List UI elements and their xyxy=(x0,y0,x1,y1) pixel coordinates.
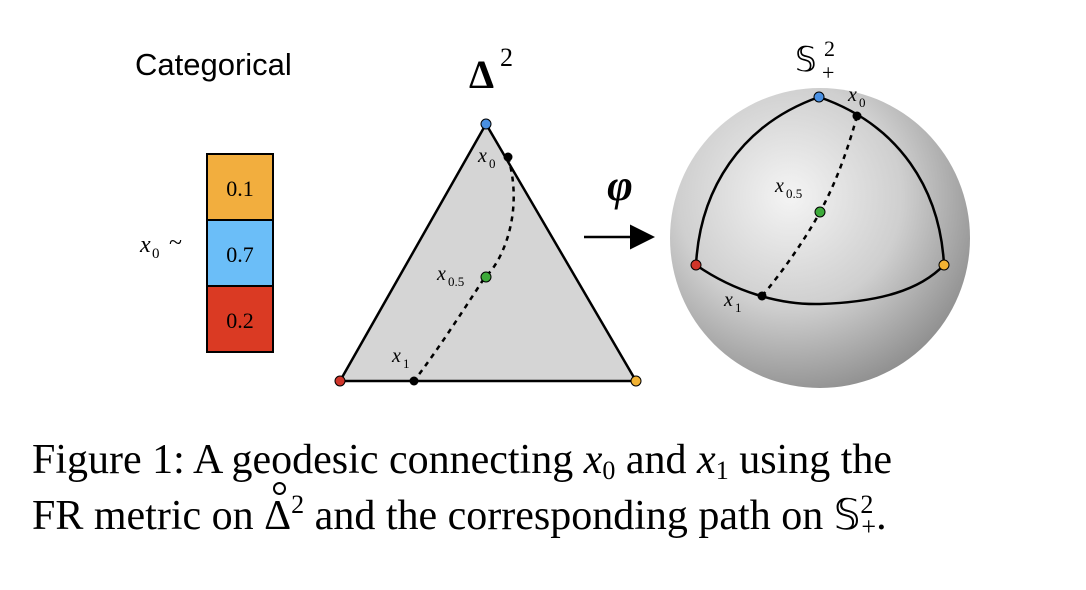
svg-text:x: x xyxy=(847,84,857,106)
simplex-triangle xyxy=(337,121,639,383)
sphere-vertex-top xyxy=(813,91,825,103)
sphere-edge-left xyxy=(694,95,820,266)
caption-line-2: FR metric on Δ2 and the corresponding pa… xyxy=(32,482,1072,544)
svg-text:0.5: 0.5 xyxy=(448,274,464,289)
simplex-point-x0 xyxy=(503,152,513,162)
sphere-label: 𝕊 2 + xyxy=(795,36,835,85)
categorical-bar: 0.1 0.7 0.2 xyxy=(206,153,274,353)
caption-prefix: Figure 1: xyxy=(32,437,185,483)
figure-caption: Figure 1: A geodesic connecting x0 and x… xyxy=(32,432,1072,544)
simplex-point-x1 xyxy=(409,376,419,386)
sphere-point-x0 xyxy=(852,111,862,121)
categorical-label: Categorical xyxy=(135,47,292,82)
caption-sphere: 𝕊 xyxy=(833,493,861,539)
simplex-vertex-right xyxy=(630,375,642,387)
simplex-vertex-top xyxy=(480,118,492,130)
simplex-geodesic xyxy=(413,156,515,382)
category-value-red: 0.2 xyxy=(226,308,254,333)
caption-delta: Δ xyxy=(264,482,291,544)
sphere-vertex-right xyxy=(938,259,950,271)
svg-text:0.5: 0.5 xyxy=(786,186,802,201)
svg-text:0: 0 xyxy=(152,246,160,262)
simplex-label-xmid: x 0.5 xyxy=(436,263,464,289)
svg-text:Δ: Δ xyxy=(469,52,494,97)
svg-text:2: 2 xyxy=(824,36,835,61)
svg-text:x: x xyxy=(139,232,151,258)
svg-text:~: ~ xyxy=(169,230,182,256)
svg-text:0: 0 xyxy=(489,156,496,171)
sphere-point-x1 xyxy=(757,291,767,301)
category-box-red xyxy=(206,285,274,353)
category-value-orange: 0.1 xyxy=(226,176,254,201)
svg-text:x: x xyxy=(774,175,784,197)
simplex-vertex-left xyxy=(334,375,346,387)
sphere-label-x1: x 1 xyxy=(723,289,742,315)
sample-label: x 0 ~ xyxy=(139,230,182,262)
svg-text:𝕊: 𝕊 xyxy=(795,42,817,79)
simplex-label-x0: x 0 xyxy=(477,145,496,171)
simplex-point-xmid xyxy=(480,271,492,283)
svg-text:x: x xyxy=(477,145,487,167)
sphere-point-xmid xyxy=(814,206,826,218)
category-box-blue xyxy=(206,219,274,287)
simplex-label-x1: x 1 xyxy=(391,345,410,371)
svg-text:x: x xyxy=(723,289,733,311)
svg-text:0: 0 xyxy=(859,95,866,110)
category-value-blue: 0.7 xyxy=(226,242,254,267)
sphere-vertex-left xyxy=(690,259,702,271)
sphere-label-xmid: x 0.5 xyxy=(774,175,802,201)
category-box-orange xyxy=(206,153,274,221)
svg-text:1: 1 xyxy=(735,300,742,315)
sphere-edge-bottom xyxy=(695,263,945,306)
caption-line-1: Figure 1: A geodesic connecting x0 and x… xyxy=(32,437,893,485)
svg-text:+: + xyxy=(822,60,834,85)
simplex-label: Δ 2 xyxy=(469,43,513,97)
figure-diagram: Categorical 0.1 0.7 0.2 x 0 ~ Δ 2 x 0 x … xyxy=(135,36,970,388)
svg-text:x: x xyxy=(436,263,446,285)
svg-text:2: 2 xyxy=(500,43,513,72)
phi-label: φ xyxy=(607,161,633,210)
svg-text:x: x xyxy=(391,345,401,367)
sphere xyxy=(670,88,970,388)
svg-text:1: 1 xyxy=(403,356,410,371)
sphere-edge-right xyxy=(818,95,946,266)
sphere-label-x0: x 0 xyxy=(847,84,866,110)
